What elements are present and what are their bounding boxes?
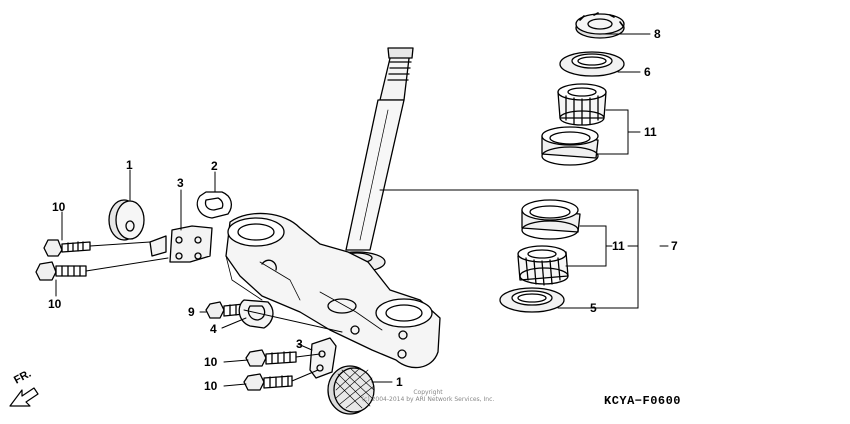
front-direction-arrow — [9, 387, 39, 407]
callout-1-bottom: 1 — [396, 375, 403, 389]
bearing-11-top-race — [541, 126, 599, 166]
bottom-bridge — [225, 212, 441, 369]
bracket-3-top — [149, 225, 213, 263]
diagram-part-code: KCYA−F0600 — [604, 394, 682, 408]
callout-2: 2 — [211, 159, 218, 173]
callout-3-top: 3 — [177, 176, 184, 190]
callout-10-d: 10 — [204, 379, 218, 393]
callout-10-a: 10 — [52, 200, 66, 214]
copyright-notice: Copyright (c) 2004-2014 by ARI Network S… — [318, 389, 538, 403]
callout-3-bottom: 3 — [296, 337, 303, 351]
copyright-line-1: Copyright — [413, 389, 443, 396]
dust-seal-5 — [499, 287, 565, 313]
cable-guide-2 — [196, 191, 233, 219]
callout-7: 7 — [671, 239, 678, 253]
callout-4: 4 — [210, 322, 217, 336]
bolt-9 — [205, 301, 245, 319]
clamp-4 — [238, 299, 274, 329]
callout-5: 5 — [590, 301, 597, 315]
leader-lines — [55, 33, 669, 387]
callout-8: 8 — [654, 27, 661, 41]
copyright-line-2: (c) 2004-2014 by ARI Network Services, I… — [361, 396, 495, 403]
bolt-10-upper — [43, 239, 91, 257]
callout-10-c: 10 — [204, 355, 218, 369]
steering-stem — [328, 47, 414, 273]
cap-1-bottom — [327, 365, 375, 415]
bearing-11-bottom-race — [521, 199, 581, 240]
callout-6: 6 — [644, 65, 651, 79]
dust-seal-6 — [559, 51, 625, 77]
cap-1-top — [108, 199, 145, 241]
bearing-11-bottom-cone — [517, 245, 569, 286]
callout-11-top: 11 — [644, 125, 657, 139]
bearing-11-top-cone — [557, 83, 607, 126]
callout-10-b: 10 — [48, 297, 62, 311]
bracket-3-bottom — [309, 337, 337, 379]
bolt-10-lower — [35, 261, 87, 281]
callout-1-top: 1 — [126, 158, 133, 172]
callout-11-bottom: 11 — [612, 239, 625, 253]
bolt-10-bottom-lower — [243, 373, 293, 391]
bolt-10-bottom-upper — [245, 349, 297, 367]
callout-9: 9 — [188, 305, 195, 319]
